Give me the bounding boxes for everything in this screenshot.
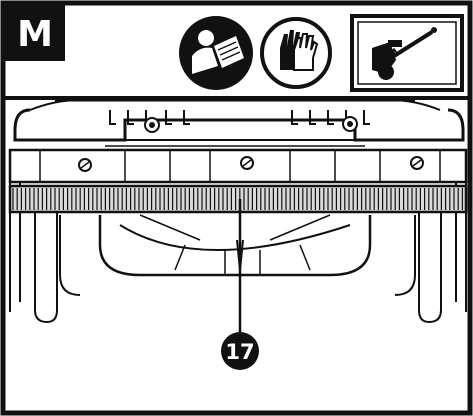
frame-bolt bbox=[240, 156, 254, 170]
step-badge: M bbox=[5, 5, 65, 61]
callout-number: 17 bbox=[225, 340, 254, 364]
step-letter: M bbox=[17, 14, 53, 55]
snow-thrower-icon bbox=[350, 14, 464, 92]
upper-bolt bbox=[144, 117, 160, 133]
frame-bolt bbox=[78, 158, 92, 172]
machine-drawing bbox=[8, 98, 468, 324]
read-manual-icon bbox=[179, 16, 253, 90]
scraper-bar bbox=[8, 184, 468, 214]
frame-bolt bbox=[410, 156, 424, 170]
gloves-icon bbox=[260, 17, 332, 89]
callout-17: 17 bbox=[221, 332, 259, 370]
scraper-bar-ribs bbox=[12, 188, 463, 210]
upper-bolt bbox=[342, 116, 358, 132]
